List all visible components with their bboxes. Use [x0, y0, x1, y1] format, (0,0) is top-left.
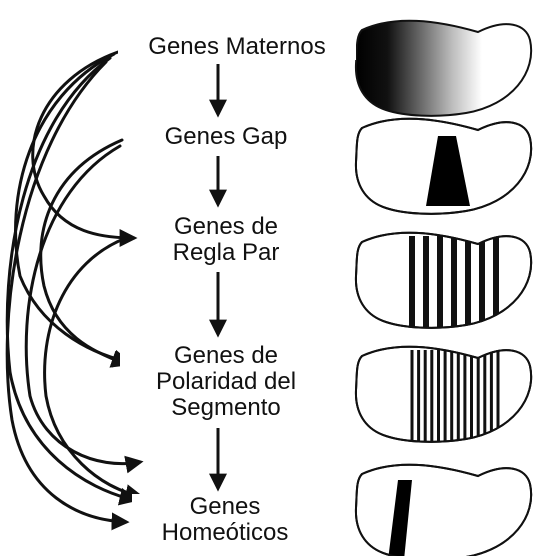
regla-to-homeoticos-arrow — [43, 236, 144, 502]
stripe — [493, 236, 499, 328]
label-line: Polaridad del — [155, 368, 297, 395]
stripe — [470, 350, 473, 442]
label-line: Segmento — [171, 394, 281, 421]
label-genes-maternos: Genes Maternos — [118, 34, 356, 60]
maternos-to-regla-arrow — [31, 50, 138, 247]
stripe — [483, 350, 487, 442]
gap-to-homeoticos-arrow — [24, 144, 144, 474]
label-genes-gap: Genes Gap — [140, 124, 312, 150]
stripe — [437, 236, 443, 328]
stripe — [465, 236, 471, 328]
embryo-polaridad — [354, 345, 533, 443]
homeotic-band — [388, 480, 412, 556]
stripe — [410, 350, 414, 442]
stripe — [417, 350, 421, 442]
embryo-fill-maternos — [354, 19, 533, 117]
label-line: Genes — [189, 493, 261, 520]
label-line: Genes Maternos — [148, 33, 326, 60]
label-line: Genes de — [173, 342, 279, 369]
label-genes-regla-par: Genes de Regla Par — [140, 214, 312, 266]
stripe — [423, 350, 427, 442]
label-line: Genes de — [173, 213, 279, 240]
stripe — [496, 350, 500, 442]
stripe — [430, 350, 434, 442]
stripe — [456, 350, 460, 442]
stripe — [437, 350, 440, 442]
stripe — [423, 236, 429, 328]
embryo-regla-par — [354, 231, 533, 329]
gap-to-polaridad-arrow — [39, 138, 130, 368]
maternos-to-homeoticos-arrow-b — [5, 60, 130, 531]
stripe — [451, 236, 457, 328]
label-genes-polaridad: Genes de Polaridad del Segmento — [120, 343, 332, 421]
stripe — [443, 350, 447, 442]
maternos-to-homeoticos-arrow-a — [5, 56, 138, 506]
stripe — [450, 350, 454, 442]
maternos-to-polaridad-arrow — [14, 52, 132, 368]
embryo-homeoticos — [354, 463, 533, 556]
embryo-gap — [354, 117, 533, 215]
stripe — [409, 236, 415, 328]
stripe — [489, 350, 493, 442]
stripe — [463, 350, 467, 442]
stripe — [479, 236, 485, 328]
label-line: Homeóticos — [161, 519, 289, 546]
gap-band — [426, 136, 470, 206]
label-line: Genes Gap — [164, 123, 288, 150]
label-genes-homeoticos: Genes Homeóticos — [132, 494, 318, 546]
label-line: Regla Par — [172, 239, 280, 266]
stripe — [476, 350, 480, 442]
embryo-maternos — [354, 19, 533, 117]
